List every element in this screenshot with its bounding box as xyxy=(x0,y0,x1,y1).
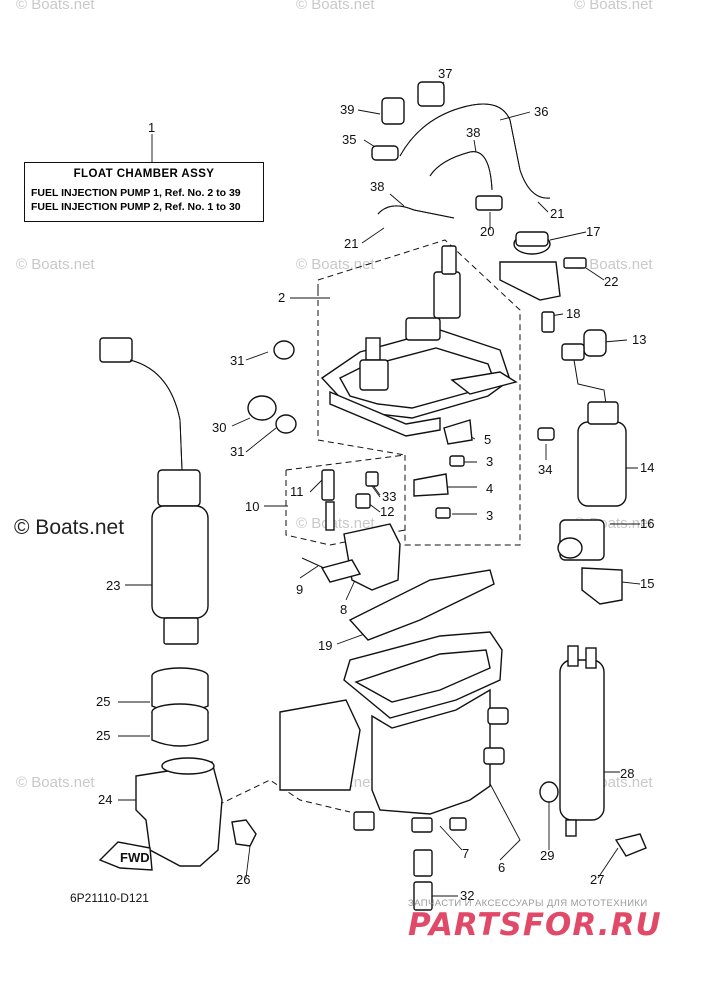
callout-numbers: 1 2 3 3 4 5 6 7 8 9 10 11 12 13 14 15 16… xyxy=(96,66,654,903)
callout: 4 xyxy=(486,481,493,496)
brand-tagline: ЗАПЧАСТИ И АКСЕССУАРЫ ДЛЯ МОТОТЕХНИКИ xyxy=(408,898,648,909)
callout: 3 xyxy=(486,454,493,469)
callout: 15 xyxy=(640,576,654,591)
callout: 34 xyxy=(538,462,552,477)
fuel-pump-1 xyxy=(99,337,209,645)
callout: 21 xyxy=(550,206,564,221)
callout: 32 xyxy=(460,888,474,903)
callout: 38 xyxy=(466,125,480,140)
watermark: © Boats.net xyxy=(296,0,375,13)
legend-box: FLOAT CHAMBER ASSY FUEL INJECTION PUMP 1… xyxy=(24,162,264,222)
legend-line-1: FUEL INJECTION PUMP 1, Ref. No. 2 to 39 xyxy=(31,187,241,199)
watermark: © Boats.net xyxy=(16,256,95,273)
callout: 33 xyxy=(382,489,396,504)
mounting-bolts xyxy=(231,819,647,857)
watermark: © Boats.net xyxy=(16,774,95,791)
callout: 17 xyxy=(586,224,600,239)
watermark: © Boats.net xyxy=(296,256,375,273)
legend-line-2: FUEL INJECTION PUMP 2, Ref. No. 1 to 30 xyxy=(31,201,241,213)
watermark: © Boats.net xyxy=(574,256,653,273)
callout: 12 xyxy=(380,504,394,519)
rubber-sleeves xyxy=(151,667,209,747)
callout: 35 xyxy=(342,132,356,147)
float-chamber-body xyxy=(279,631,509,833)
float-chamber-assy xyxy=(320,245,518,437)
callout: 10 xyxy=(245,499,259,514)
callout: 29 xyxy=(540,848,554,863)
bolts xyxy=(321,311,555,531)
callout: 21 xyxy=(344,236,358,251)
callout: 37 xyxy=(438,66,452,81)
fwd-arrow: FWD xyxy=(98,841,153,871)
callout: 13 xyxy=(632,332,646,347)
fuel-pump-2 xyxy=(557,329,627,605)
callout: 23 xyxy=(106,578,120,593)
callout: 19 xyxy=(318,638,332,653)
diagram-code: 6P21110-D121 xyxy=(70,891,149,905)
drain-hose xyxy=(413,849,433,911)
callout: 9 xyxy=(296,582,303,597)
callout: 22 xyxy=(604,274,618,289)
callout: 31 xyxy=(230,444,244,459)
brand-logo-block: ЗАПЧАСТИ И АКСЕССУАРЫ ДЛЯ МОТОТЕХНИКИ PA… xyxy=(408,898,698,943)
legend-title: FLOAT CHAMBER ASSY xyxy=(73,168,215,180)
fwd-label: FWD xyxy=(120,850,150,865)
vapor-parts xyxy=(301,523,495,641)
main-watermark: © Boats.net xyxy=(14,516,125,539)
brand-logo: PARTSFOR.RU xyxy=(408,907,662,943)
callout: 18 xyxy=(566,306,580,321)
callout: 36 xyxy=(534,104,548,119)
callout: 25 xyxy=(96,694,110,709)
watermark: © Boats.net xyxy=(574,0,653,13)
pump-bracket xyxy=(135,757,223,867)
brackets xyxy=(413,419,473,497)
fuel-hoses xyxy=(371,81,551,219)
callout: 3 xyxy=(486,508,493,523)
callout: 1 xyxy=(148,120,155,135)
callout: 6 xyxy=(498,860,505,875)
callout: 5 xyxy=(484,432,491,447)
callout: 27 xyxy=(590,872,604,887)
callout: 14 xyxy=(640,460,654,475)
callout: 25 xyxy=(96,728,110,743)
callout: 38 xyxy=(370,179,384,194)
watermark: © Boats.net xyxy=(296,515,375,532)
callout: 8 xyxy=(340,602,347,617)
callout: 16 xyxy=(640,516,654,531)
callout: 20 xyxy=(480,224,494,239)
grommets xyxy=(247,340,297,434)
callout: 31 xyxy=(230,353,244,368)
callout: 39 xyxy=(340,102,354,117)
callout: 30 xyxy=(212,420,226,435)
fuel-filter xyxy=(539,645,605,837)
watermark: © Boats.net xyxy=(16,0,95,13)
callout: 24 xyxy=(98,792,112,807)
callout: 28 xyxy=(620,766,634,781)
pressure-regulator xyxy=(499,231,587,301)
callout: 26 xyxy=(236,872,250,887)
callout: 11 xyxy=(290,484,304,499)
callout: 2 xyxy=(278,290,285,305)
callout: 7 xyxy=(462,846,469,861)
